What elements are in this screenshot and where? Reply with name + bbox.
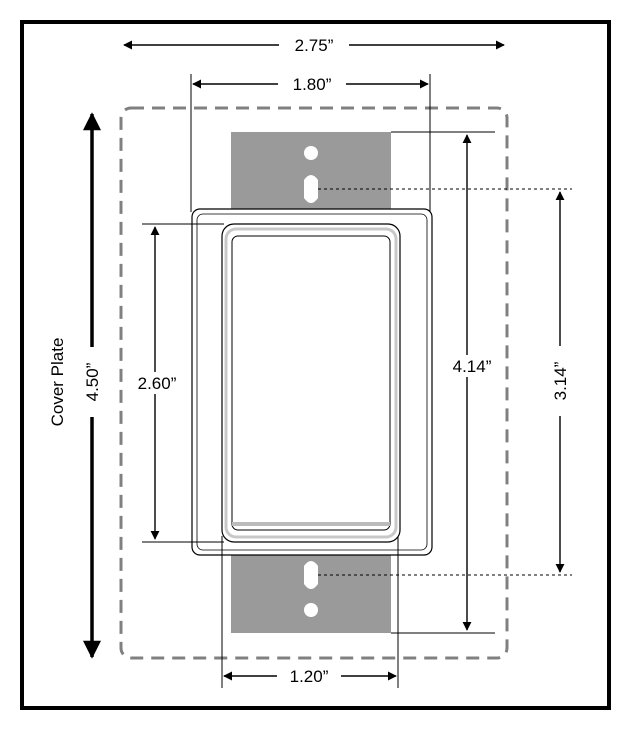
label-screw-spacing: 3.14” xyxy=(551,361,570,400)
mounting-strap-bottom xyxy=(231,552,391,633)
label-cover-plate: Cover Plate xyxy=(48,338,67,427)
label-width-frame: 1.80” xyxy=(293,75,332,94)
mounting-strap-top xyxy=(231,132,391,210)
screw-hole-top xyxy=(304,146,318,160)
label-width-cover: 2.75” xyxy=(295,36,334,55)
label-height-cover: 4.50” xyxy=(83,362,102,401)
screw-slot-bottom xyxy=(304,561,318,589)
rocker-paddle xyxy=(221,223,401,543)
screw-slot-top xyxy=(304,175,318,203)
screw-hole-bottom xyxy=(304,603,318,617)
label-height-rocker: 2.60” xyxy=(138,374,177,393)
label-height-strap: 4.14” xyxy=(453,357,492,376)
label-width-rocker: 1.20” xyxy=(290,667,329,686)
